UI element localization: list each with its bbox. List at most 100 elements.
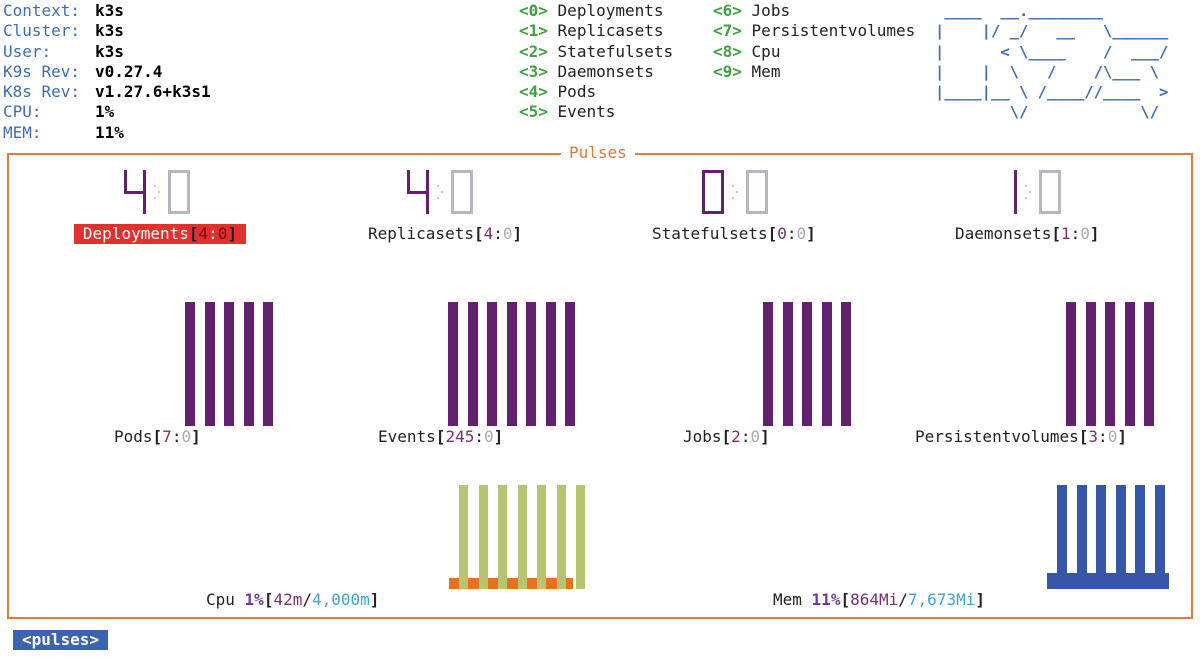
led-segment — [746, 170, 768, 173]
gauge-pods[interactable]: Pods[7:0] — [114, 427, 201, 446]
shortcut-events[interactable]: <5> Events — [519, 102, 616, 122]
shortcut-statefulsets[interactable]: <2> Statefulsets — [519, 41, 674, 61]
cpu-bar — [517, 485, 527, 589]
spark-bar — [243, 302, 254, 426]
led-segment — [1014, 170, 1017, 192]
spark-bar — [467, 302, 478, 426]
led-segment — [702, 170, 705, 192]
gauge-events[interactable]: Events[245:0] — [378, 427, 504, 446]
led-segment — [721, 170, 724, 192]
spark-bar — [565, 302, 575, 426]
info-k8s-rev: K8s Rev:v1.27.6+k3s1 — [3, 82, 211, 102]
cpu-bars — [449, 485, 585, 589]
led-segment — [1058, 192, 1061, 214]
mem-bars — [1047, 485, 1169, 589]
mem-bar — [1076, 485, 1087, 589]
led-segment — [765, 192, 768, 214]
gauge-cpu[interactable]: Cpu 1%[42m/4,000m] — [206, 590, 380, 609]
statefulsets-led-digits — [702, 170, 768, 214]
cpu-base-strip — [449, 578, 573, 589]
cpu-bar — [478, 485, 488, 589]
led-separator-dot — [732, 197, 734, 199]
led-segment — [1058, 170, 1061, 192]
led-segment — [702, 192, 705, 214]
spark-bar — [782, 302, 793, 426]
led-segment — [124, 191, 146, 194]
gauge-persistentvolumes[interactable]: Persistentvolumes[3:0] — [915, 427, 1127, 446]
gauge-deployments[interactable]: Deployments[4:0] — [74, 224, 246, 244]
led-segment — [426, 192, 429, 214]
mem-bar — [1057, 485, 1067, 589]
led-separator-dot — [1025, 197, 1027, 199]
gauge-replicasets[interactable]: Replicasets[4:0] — [368, 224, 523, 243]
events-bars — [448, 302, 575, 426]
led-segment — [746, 211, 768, 214]
mem-bar — [1154, 485, 1165, 589]
led-segment — [168, 170, 171, 192]
breadcrumb-pulses[interactable]: <pulses> — [13, 630, 109, 650]
shortcut-list-2: <6> Jobs <7> Persistentvolumes <8> Cpu <… — [713, 1, 915, 82]
led-segment — [1039, 192, 1042, 214]
gauge-daemonsets[interactable]: Daemonsets[1:0] — [955, 224, 1100, 243]
led-segment — [187, 192, 190, 214]
led-segment — [470, 170, 473, 192]
led-separator-dot — [441, 191, 443, 193]
k9s-logo: ____ __.________ | |/ _/ __ \______ | < … — [935, 2, 1169, 122]
spark-bar — [821, 302, 832, 426]
led-segment — [746, 170, 749, 192]
led-separator-dot — [154, 185, 156, 187]
spark-bar — [1124, 302, 1135, 426]
led-segment — [702, 211, 724, 214]
spark-bar — [263, 302, 273, 426]
gauge-statefulsets[interactable]: Statefulsets[0:0] — [652, 224, 816, 243]
led-segment — [451, 170, 454, 192]
shortcut-jobs[interactable]: <6> Jobs — [713, 1, 791, 20]
led-segment — [407, 191, 429, 194]
led-segment — [168, 170, 190, 173]
info-cluster: Cluster:k3s — [3, 21, 124, 41]
led-segment — [168, 192, 171, 214]
info-cpu: CPU:1% — [3, 102, 115, 122]
cpu-bar — [576, 485, 585, 589]
gauge-mem[interactable]: Mem 11%[864Mi/7,673Mi] — [773, 590, 985, 609]
gauge-jobs[interactable]: Jobs[2:0] — [683, 427, 770, 446]
shortcut-pods[interactable]: <4> Pods — [519, 82, 597, 102]
led-segment — [1039, 170, 1042, 192]
shortcut-persistentvolumes[interactable]: <7> Persistentvolumes — [713, 21, 916, 41]
led-separator-dot — [154, 197, 156, 199]
info-mem: MEM:11% — [3, 122, 124, 142]
led-segment — [451, 170, 473, 173]
led-segment — [168, 211, 190, 214]
mem-bar — [1135, 485, 1145, 589]
spark-bar — [487, 302, 497, 426]
cpu-bar — [459, 485, 468, 589]
jobs-bars — [763, 302, 858, 426]
spark-bar — [763, 302, 773, 426]
cpu-bar — [556, 485, 566, 589]
led-separator-dot — [732, 185, 734, 187]
info-k9s-rev: K9s Rev:v0.27.4 — [3, 61, 163, 81]
shortcut-mem[interactable]: <9> Mem — [713, 61, 781, 81]
led-segment — [746, 192, 749, 214]
cpu-bar — [498, 485, 507, 589]
spark-bar — [802, 302, 812, 426]
led-segment — [451, 192, 454, 214]
led-segment — [721, 192, 724, 214]
led-segment — [124, 170, 127, 192]
spark-bar — [448, 302, 458, 426]
deployments-led-digits — [124, 170, 190, 214]
led-separator-dot — [158, 191, 160, 193]
led-separator-dot — [437, 197, 439, 199]
spark-bar — [1105, 302, 1115, 426]
mem-bar — [1115, 485, 1126, 589]
shortcut-deployments[interactable]: <0> Deployments — [519, 1, 664, 20]
spark-bar — [185, 302, 195, 426]
shortcut-daemonsets[interactable]: <3> Daemonsets — [519, 61, 654, 81]
led-separator-dot — [1029, 191, 1031, 193]
spark-bar — [545, 302, 556, 426]
shortcut-replicasets[interactable]: <1> Replicasets — [519, 21, 664, 41]
led-segment — [1039, 211, 1061, 214]
info-context: Context:k3s — [3, 1, 124, 20]
led-segment — [1039, 170, 1061, 173]
shortcut-cpu[interactable]: <8> Cpu — [713, 41, 781, 61]
